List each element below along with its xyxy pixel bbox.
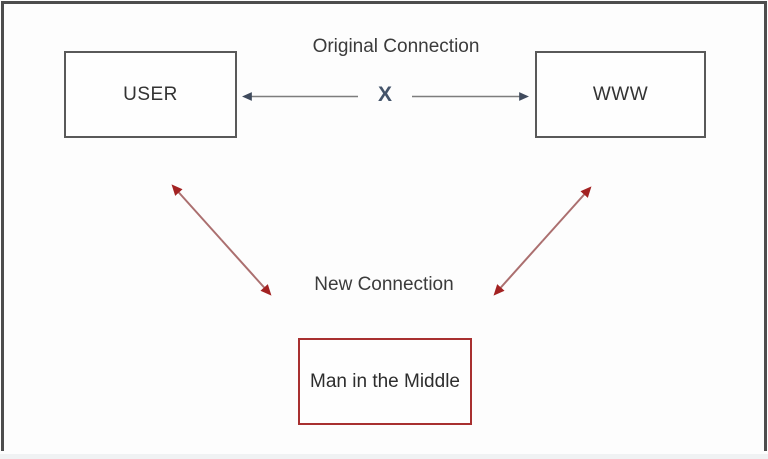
new-connection-arrow-www-up-half: [541, 186, 592, 242]
www-node-box: WWW: [535, 51, 706, 138]
new-connection-arrow-user-up-half: [171, 184, 223, 241]
bottom-edge-strip: [0, 454, 768, 459]
user-node-label: USER: [123, 83, 178, 105]
new-connection-arrow-www-down-half: [493, 240, 544, 296]
www-node-label: WWW: [592, 83, 649, 105]
original-connection-label: Original Connection: [312, 36, 480, 57]
new-connection-label: New Connection: [314, 274, 454, 295]
man-in-the-middle-node-box: Man in the Middle: [298, 338, 472, 425]
blocked-connection-x-marker: X: [377, 83, 392, 106]
new-connection-arrow-user-down-half: [220, 239, 272, 296]
user-node-box: USER: [64, 51, 237, 138]
man-in-the-middle-node-label: Man in the Middle: [310, 370, 460, 392]
